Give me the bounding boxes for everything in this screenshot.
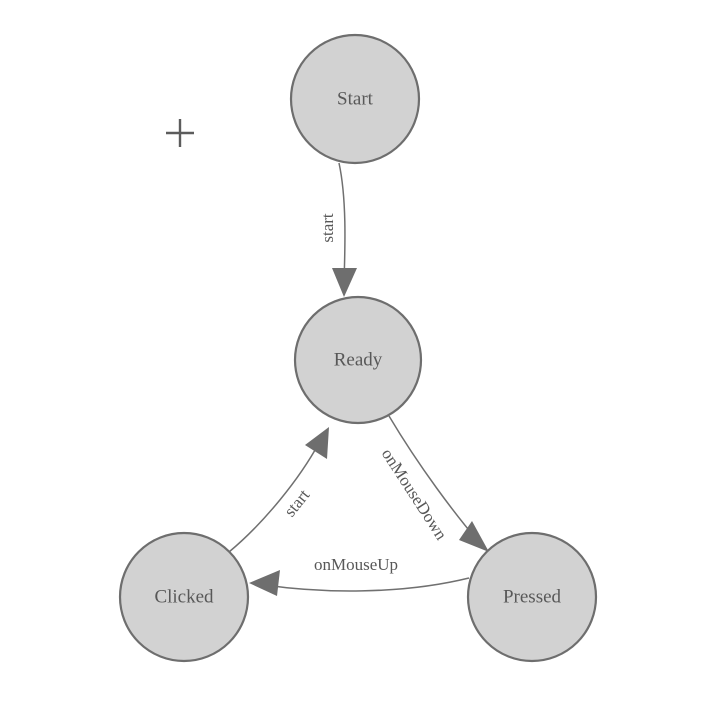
edge-label-pressed-to-clicked: onMouseUp [314,555,398,574]
edge-label-clicked-to-ready: start [280,485,313,520]
edge-start-to-ready-arrowhead [332,268,357,297]
state-node-pressed-circle[interactable] [466,531,598,663]
edge-start-to-ready[interactable]: start [318,162,357,297]
state-node-start-circle[interactable] [289,33,421,165]
state-node-pressed[interactable]: Pressed [466,531,598,663]
state-node-pressed-label: Pressed [503,586,562,607]
edge-clicked-to-ready-path [228,442,320,553]
edge-ready-to-pressed-arrowhead [459,521,489,552]
state-node-clicked-circle[interactable] [118,531,250,663]
edge-label-start-to-ready: start [318,213,337,243]
edge-start-to-ready-path [338,162,346,283]
edge-pressed-to-clicked[interactable]: onMouseUp [249,555,470,596]
edge-pressed-to-clicked-arrowhead [249,570,280,596]
state-node-clicked-label: Clicked [154,586,214,607]
edge-pressed-to-clicked-path [264,577,470,592]
edge-clicked-to-ready-arrowhead [305,427,329,459]
edge-clicked-to-ready[interactable]: start [228,427,329,553]
crosshair-marker-icon [166,119,194,147]
state-node-ready-circle[interactable] [293,295,423,425]
state-node-start-label: Start [337,88,374,109]
state-node-clicked[interactable]: Clicked [118,531,250,663]
state-node-ready-label: Ready [334,349,383,370]
edge-ready-to-pressed[interactable]: onMouseDown [378,415,489,552]
state-node-ready[interactable]: Ready [293,295,423,425]
state-node-start[interactable]: Start [289,33,421,165]
